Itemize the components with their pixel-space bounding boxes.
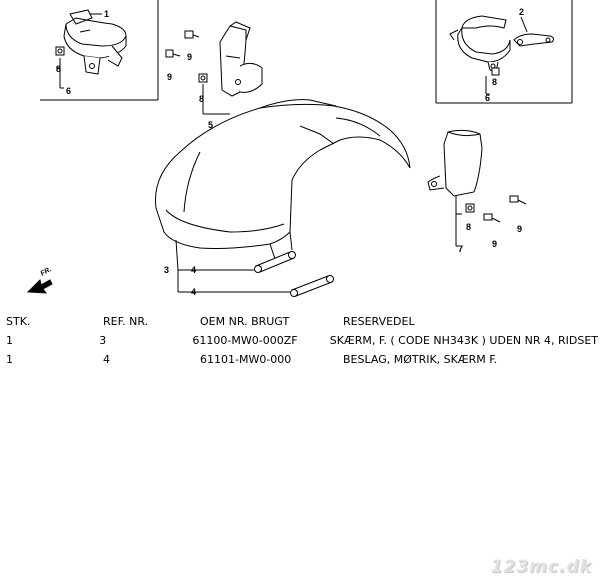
parts-table: STK. REF. NR. OEM NR. BRUGT RESERVEDEL 1… <box>6 312 598 369</box>
exploded-parts-diagram: 1 2 3 4 4 5 6 6 7 8 8 8 8 9 9 9 9 FR. <box>26 0 573 297</box>
callout-4-upper: 4 <box>191 265 196 275</box>
header-oem-nr: OEM NR. BRUGT <box>200 315 290 328</box>
bolt-8-right <box>465 203 475 213</box>
direction-label: FR. <box>40 266 53 278</box>
cell-quantity: 1 <box>6 353 13 366</box>
callout-9-right-a: 9 <box>492 239 497 249</box>
bolt-9-right-b <box>509 195 527 205</box>
callout-6-left: 6 <box>66 86 71 96</box>
fender-nut-bracket-upper <box>254 251 296 273</box>
header-quantity: STK. <box>6 315 31 328</box>
cell-quantity: 1 <box>6 334 13 347</box>
callout-9-right-b: 9 <box>517 224 522 234</box>
callout-9-left: 9 <box>167 72 172 82</box>
cell-oem-nr: 61101-MW0-000 <box>200 353 292 366</box>
header-part-name: RESERVEDEL <box>343 315 415 328</box>
right-bolt-8 <box>491 67 500 76</box>
cell-part-name: BESLAG, MØTRIK, SKÆRM F. <box>343 353 498 366</box>
callout-9-upper: 9 <box>187 52 192 62</box>
callout-4-lower: 4 <box>191 287 196 297</box>
bolt-9-right-a <box>483 213 501 223</box>
right-clamp-bracket <box>449 15 511 73</box>
fork-fender-stay-5 <box>219 21 263 97</box>
table-header-row: STK. REF. NR. OEM NR. BRUGT RESERVEDEL <box>6 312 598 331</box>
left-clamp-bracket <box>63 9 127 75</box>
cell-oem-nr: 61100-MW0-000ZF <box>192 334 298 347</box>
callout-5: 5 <box>208 120 213 130</box>
bolt-8-upper <box>198 73 208 83</box>
watermark-logo: 123mc.dk <box>490 557 592 577</box>
bolt-9-left <box>165 49 181 58</box>
cell-part-name: SKÆRM, F. ( CODE NH343K ) UDEN NR 4, RID… <box>329 334 598 347</box>
callout-6-right: 6 <box>485 93 490 103</box>
callout-8-left: 8 <box>56 64 61 74</box>
fender-nut-bracket-lower <box>290 275 334 297</box>
front-fender-3 <box>155 99 411 263</box>
cell-ref-nr: 4 <box>103 353 110 366</box>
table-row[interactable]: 1 4 61101-MW0-000 BESLAG, MØTRIK, SKÆRM … <box>6 350 598 369</box>
bolt-9-upper <box>184 30 200 39</box>
callout-7: 7 <box>458 244 463 254</box>
callout-8-right: 8 <box>492 77 497 87</box>
front-direction-arrow <box>26 278 53 294</box>
callout-1: 1 <box>104 9 109 19</box>
callout-2: 2 <box>519 7 524 17</box>
table-row[interactable]: 1 3 61100-MW0-000ZF SKÆRM, F. ( CODE NH3… <box>6 331 598 350</box>
leader-2 <box>520 16 528 33</box>
callout-8-upper: 8 <box>199 94 204 104</box>
callout-8-lower: 8 <box>466 222 471 232</box>
inset-frame-left <box>40 0 159 101</box>
brake-hose-clamp-2 <box>513 33 555 47</box>
fork-fender-stay-7 <box>427 129 483 197</box>
cell-ref-nr: 3 <box>99 334 107 347</box>
inset-frame-right <box>435 0 573 104</box>
callout-3: 3 <box>164 265 169 275</box>
left-bolt-8 <box>55 46 65 56</box>
header-ref-nr: REF. NR. <box>103 315 149 328</box>
